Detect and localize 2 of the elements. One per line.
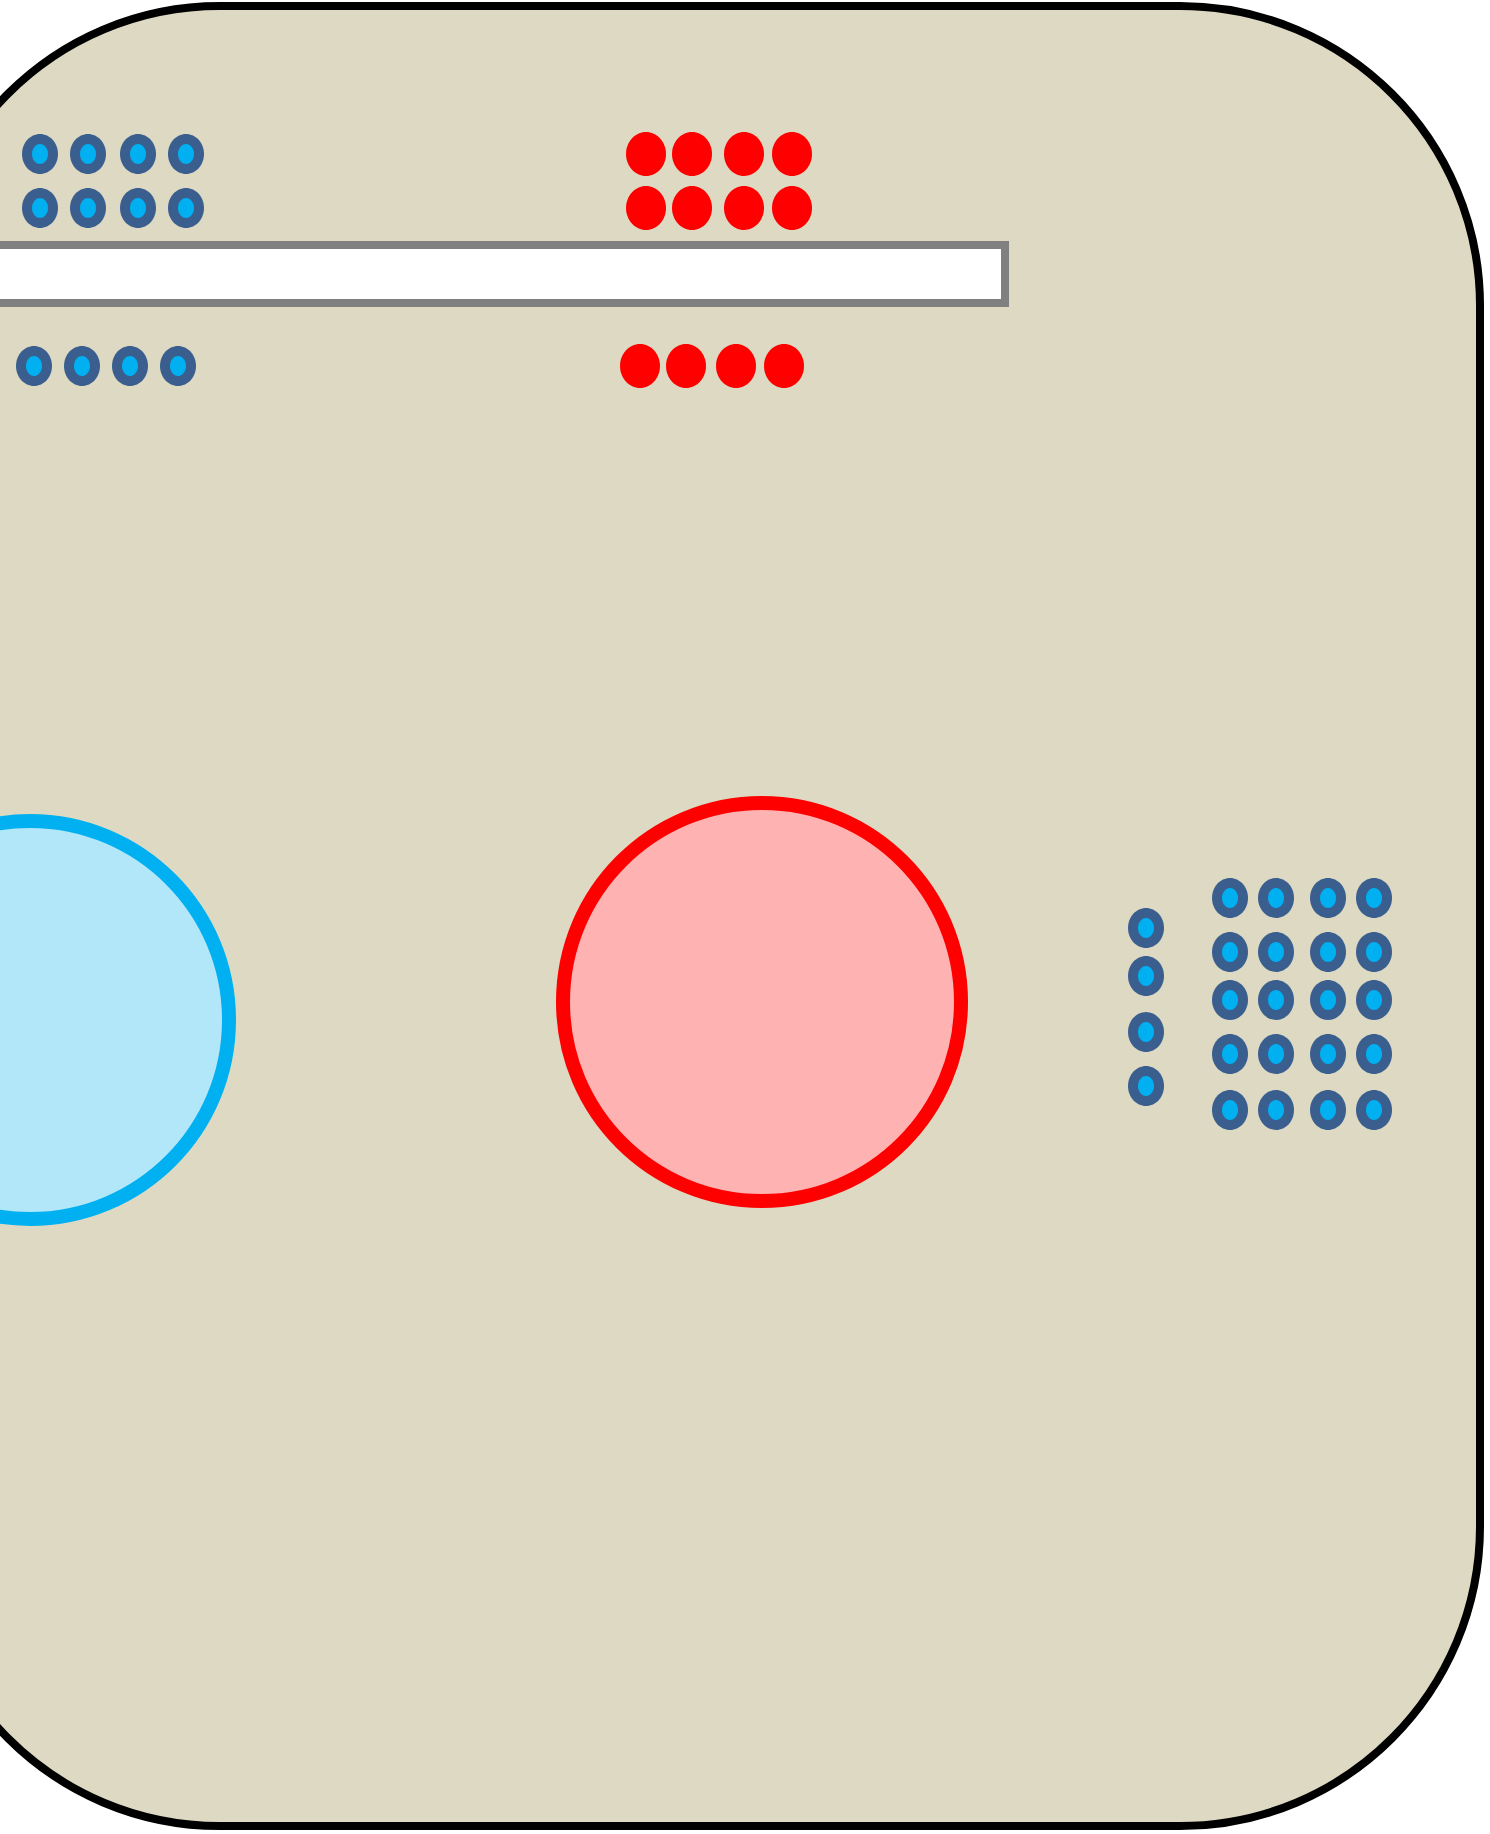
- membrane-bar: [0, 241, 1009, 307]
- vesicle-circle: [556, 796, 968, 1208]
